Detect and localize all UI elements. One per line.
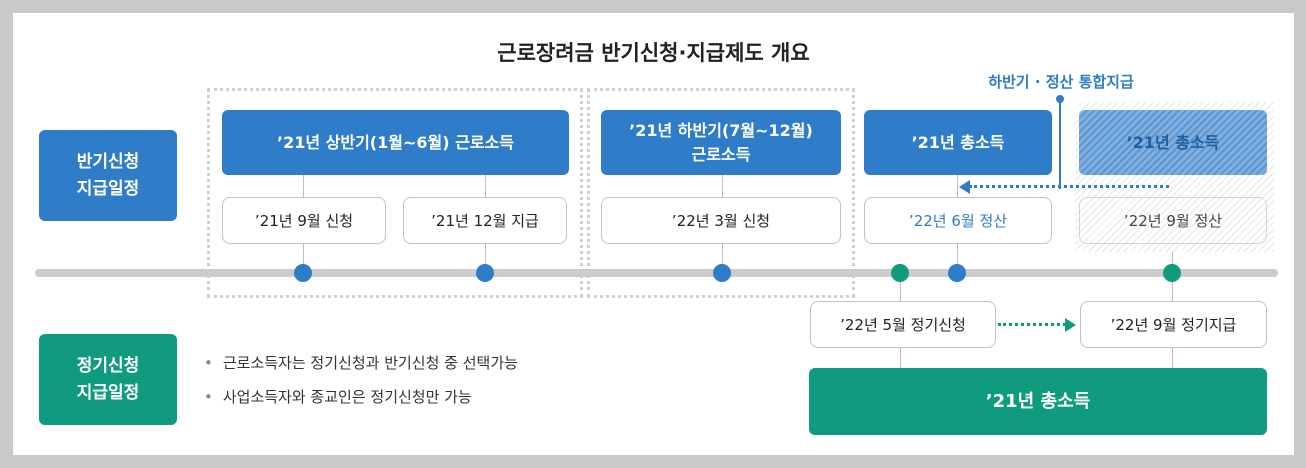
first-half-income-box: ’21년 상반기(1월~6월) 근로소득 <box>222 110 569 175</box>
timeline-dot <box>294 264 312 282</box>
regular-apply-text: ’22년 5월 정기신청 <box>840 316 966 334</box>
settle-june-text: ’22년 6월 정산 <box>908 212 1008 230</box>
settle-sept-pill: ’22년 9월 정산 <box>1079 197 1267 244</box>
regular-pay-pill: ’22년 9월 정기지급 <box>1080 301 1267 348</box>
diagram-title: 근로장려금 반기신청·지급제도 개요 <box>497 41 810 65</box>
regular-arrow-line <box>998 323 1066 326</box>
integration-arrow-head <box>959 180 970 194</box>
timeline-dot <box>891 264 909 282</box>
regular-label: 정기신청 지급일정 <box>39 334 177 425</box>
callout-label: 하반기 · 정산 통합지급 <box>988 73 1134 91</box>
timeline-axis <box>35 269 1278 277</box>
total-income-old-box: ’21년 총소득 <box>1079 110 1267 175</box>
first-half-income-text: ’21년 상반기(1월~6월) 근로소득 <box>277 132 514 152</box>
regular-label-line2: 지급일정 <box>76 382 140 403</box>
semi-label-line1: 반기신청 <box>76 151 140 172</box>
timeline-dot <box>1163 264 1181 282</box>
settle-june-pill: ’22년 6월 정산 <box>864 197 1052 244</box>
first-apply-pill: ’21년 9월 신청 <box>222 197 386 244</box>
first-pay-pill: ’21년 12월 지급 <box>403 197 567 244</box>
diagram-canvas: 근로장려금 반기신청·지급제도 개요 하반기 · 정산 통합지급 반기신청 지급… <box>13 13 1294 455</box>
second-apply-pill: ’22년 3월 신청 <box>601 197 841 244</box>
second-half-line1: ’21년 하반기(7월~12월) <box>629 120 813 140</box>
timeline-dot <box>476 264 494 282</box>
integration-arrow-line <box>969 185 1169 188</box>
callout-line <box>1059 97 1061 189</box>
timeline-dot <box>713 264 731 282</box>
regular-apply-pill: ’22년 5월 정기신청 <box>810 301 996 348</box>
second-half-frame <box>587 88 855 298</box>
bullet-icon: • <box>204 388 213 406</box>
second-half-income-box: ’21년 하반기(7월~12월) 근로소득 <box>601 110 841 175</box>
second-half-line2: 근로소득 <box>691 144 751 164</box>
regular-pay-text: ’22년 9월 정기지급 <box>1110 316 1237 334</box>
total-income-box: ’21년 총소득 <box>864 110 1052 175</box>
bullet-text: 사업소득자와 종교인은 정기신청만 가능 <box>222 388 472 406</box>
first-apply-text: ’21년 9월 신청 <box>254 212 354 230</box>
semi-annual-label: 반기신청 지급일정 <box>39 130 177 221</box>
second-apply-text: ’22년 3월 신청 <box>671 212 771 230</box>
regular-total-income-box: ’21년 총소득 <box>809 368 1267 435</box>
semi-label-line2: 지급일정 <box>76 178 140 199</box>
bullet-item: • 사업소득자와 종교인은 정기신청만 가능 <box>204 386 472 407</box>
first-pay-text: ’21년 12월 지급 <box>431 212 539 230</box>
bullet-text: 근로소득자는 정기신청과 반기신청 중 선택가능 <box>222 354 518 372</box>
regular-total-income-text: ’21년 총소득 <box>985 390 1091 412</box>
callout-dot <box>1056 95 1064 103</box>
regular-arrow-head <box>1065 318 1076 332</box>
bullet-item: • 근로소득자는 정기신청과 반기신청 중 선택가능 <box>204 352 518 373</box>
timeline-dot <box>948 264 966 282</box>
first-half-frame <box>207 88 583 298</box>
total-income-old-text: ’21년 총소득 <box>1126 132 1220 152</box>
regular-label-line1: 정기신청 <box>76 355 140 376</box>
bullet-icon: • <box>204 354 213 372</box>
settle-sept-text: ’22년 9월 정산 <box>1123 212 1223 230</box>
total-income-text: ’21년 총소득 <box>911 132 1005 152</box>
